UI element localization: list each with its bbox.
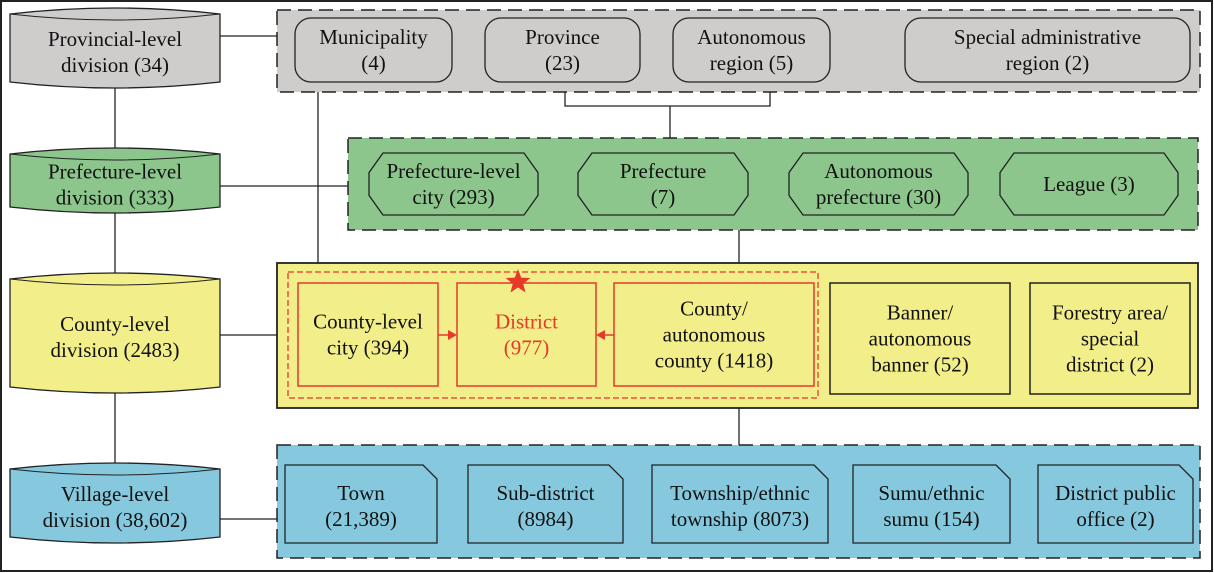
prefecture-item <box>999 152 1179 216</box>
label-line: county (1418) <box>655 349 773 373</box>
star-icon <box>505 269 531 293</box>
label-line: (4) <box>361 51 386 75</box>
label-line: Prefecture-level <box>48 160 182 184</box>
label-line: region (2) <box>1006 51 1089 75</box>
label-line: Sub-district <box>497 481 595 505</box>
label-line: Municipality <box>319 25 428 49</box>
label-line: County-level <box>313 310 423 334</box>
village-item <box>651 464 829 544</box>
label-line: Township/ethnic <box>670 481 810 505</box>
node-label: Province(23) <box>525 25 600 75</box>
label-line: (23) <box>545 51 580 75</box>
label-line: prefecture (30) <box>816 185 941 209</box>
arrow-head-icon <box>596 330 605 340</box>
county-item <box>829 282 1011 395</box>
label-line: County-level <box>60 312 170 336</box>
label-line: district (2) <box>1066 353 1154 377</box>
village-item <box>467 464 624 544</box>
node-label: Prefecture(7) <box>620 159 706 209</box>
prefecture-level-node <box>9 147 221 214</box>
prefecture-item <box>577 152 749 216</box>
label-line: city (394) <box>327 336 409 360</box>
label-line: Town <box>337 481 385 505</box>
village-item <box>284 464 438 544</box>
county-item <box>1029 282 1191 395</box>
label-line: Provincial-level <box>48 27 182 51</box>
node-label: League (3) <box>1043 172 1135 196</box>
label-line: District <box>495 310 558 334</box>
label-line: Forestry area/ <box>1052 301 1168 325</box>
provincial-item <box>904 17 1191 83</box>
node-label: District(977) <box>495 310 558 360</box>
label-line: Village-level <box>61 482 170 506</box>
prefecture-item <box>368 152 539 216</box>
label-line: Banner/ <box>887 301 954 325</box>
label-line: Prefecture <box>620 159 706 183</box>
label-line: autonomous <box>869 327 972 351</box>
arrow-head-icon <box>448 330 457 340</box>
label-line: office (2) <box>1076 507 1154 531</box>
label-line: District public <box>1055 481 1176 505</box>
label-line: division (34) <box>61 53 169 77</box>
label-line: division (38,602) <box>43 508 188 532</box>
provincial-level-node <box>9 7 221 89</box>
county-item <box>613 282 815 387</box>
label-line: autonomous <box>663 323 766 347</box>
label-line: County/ <box>680 297 748 321</box>
label-line: banner (52) <box>871 353 968 377</box>
provincial-item <box>484 17 641 83</box>
urban-subgroup <box>287 271 819 399</box>
label-line: division (333) <box>56 186 174 210</box>
label-line: (7) <box>651 185 676 209</box>
label-line: Prefecture-level <box>386 159 520 183</box>
label-line: region (5) <box>710 51 793 75</box>
label-line: sumu (154) <box>883 507 979 531</box>
label-line: special <box>1081 327 1139 351</box>
node-label: Town(21,389) <box>325 481 397 531</box>
village-level-node <box>9 462 221 544</box>
provincial-item <box>672 17 831 83</box>
label-line: township (8073) <box>671 507 809 531</box>
label-line: (21,389) <box>325 507 397 531</box>
label-line: (8984) <box>518 507 574 531</box>
label-line: Autonomous <box>697 25 806 49</box>
label-line: Province <box>525 25 600 49</box>
label-line: Sumu/ethnic <box>878 481 984 505</box>
label-line: (977) <box>504 336 550 360</box>
county-level-node <box>9 272 221 394</box>
prefecture-item <box>788 152 969 216</box>
label-line: Special administrative <box>954 25 1141 49</box>
node-label: Municipality(4) <box>319 25 428 75</box>
village-item <box>1037 464 1194 544</box>
county-item <box>456 282 597 387</box>
label-line: division (2483) <box>51 338 180 362</box>
node-label: Sub-district(8984) <box>497 481 595 531</box>
provincial-item <box>294 17 453 83</box>
county-item <box>297 282 439 387</box>
label-line: Autonomous <box>824 159 933 183</box>
label-line: city (293) <box>412 185 494 209</box>
village-item <box>852 464 1011 544</box>
label-line: League (3) <box>1043 172 1135 196</box>
